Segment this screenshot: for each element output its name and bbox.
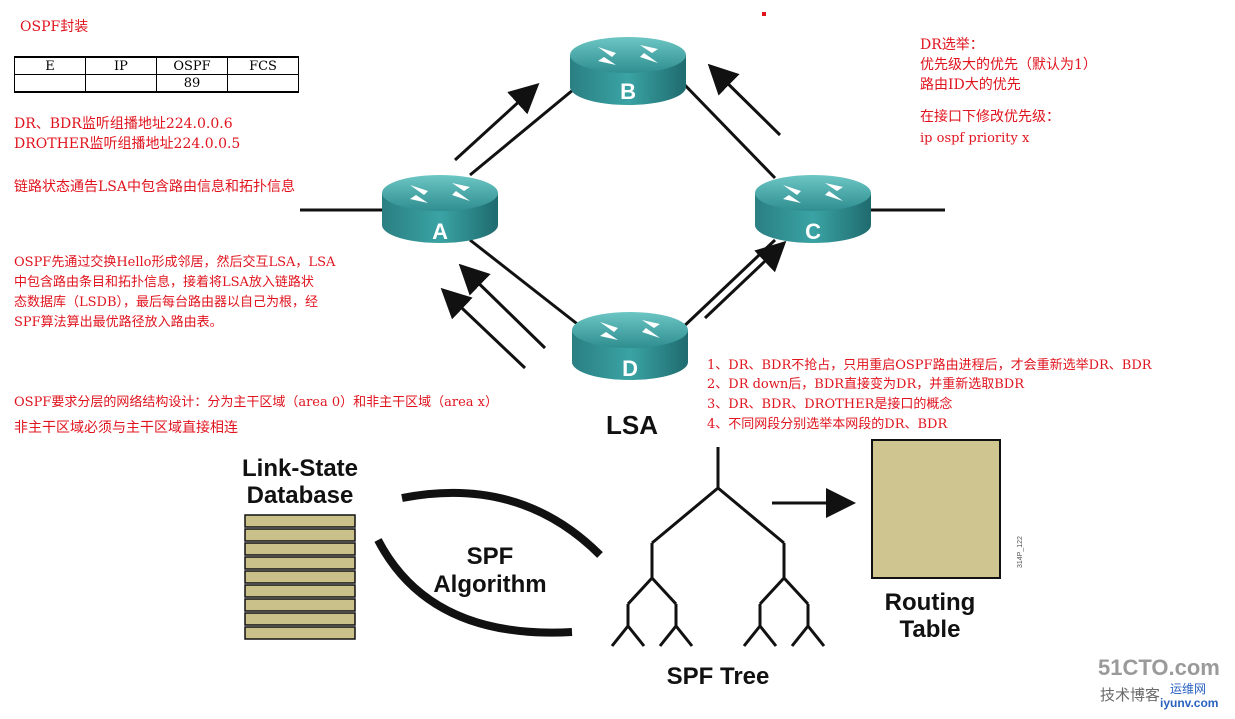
- link-b-c: [678, 78, 777, 180]
- arrow-a-to-b: [453, 82, 540, 162]
- router-b: B: [570, 37, 686, 105]
- router-arrows-icon: [598, 45, 658, 65]
- dr-note-4: 4、不同网段分别选举本网段的DR、BDR: [707, 417, 948, 432]
- router-b-label: B: [620, 79, 636, 104]
- lsa-arrows: [440, 63, 787, 370]
- router-c: C: [755, 175, 871, 244]
- encap-header-fcs: FCS: [227, 56, 299, 75]
- process-line-2: 中包含路由条目和拓扑信息，接着将LSA放入链路状: [14, 275, 314, 290]
- watermark-blog: 技术博客: [1100, 686, 1161, 704]
- area-design-note: OSPF要求分层的网络结构设计：分为主干区域（area 0）和非主干区域（are…: [14, 395, 499, 410]
- routing-table-box: [871, 439, 1001, 579]
- spf-tree-label: SPF Tree: [667, 663, 770, 690]
- dr-note-1: 1、DR、BDR不抢占，只用重启OSPF路由进程后，才会重新选举DR、BDR: [707, 358, 1152, 373]
- router-a: A: [382, 175, 498, 244]
- spf-label-2: Algorithm: [433, 571, 546, 598]
- routing-label-2: Table: [900, 616, 961, 643]
- spf-label-1: SPF: [467, 543, 514, 570]
- arrow-d-to-a-1: [458, 263, 547, 350]
- watermark-yunwei: 运维网: [1170, 682, 1207, 696]
- router-c-label: C: [805, 219, 821, 244]
- lsa-info-note: 链路状态通告LSA中包含路由信息和拓扑信息: [14, 179, 295, 195]
- multicast-drother-note: DROTHER监听组播地址224.0.0.5: [14, 136, 241, 152]
- spf-arc-bottom: [374, 538, 573, 637]
- encap-value-e: [14, 74, 86, 93]
- router-arrows-icon: [410, 183, 470, 203]
- process-line-4: SPF算法算出最优路径放入路由表。: [14, 315, 223, 330]
- watermark-logo: 51CTO.com: [1098, 655, 1220, 680]
- spf-arc-top: [401, 488, 603, 558]
- encap-value-row: 89: [14, 74, 299, 93]
- link-a-d: [469, 238, 586, 332]
- red-dot: [762, 12, 766, 16]
- dr-note-2: 2、DR down后，BDR直接变为DR，并重新选取BDR: [707, 377, 1025, 392]
- encap-value-ip: [85, 74, 157, 93]
- encap-header-ospf: OSPF: [156, 56, 228, 75]
- router-d: D: [572, 312, 688, 381]
- figure-code: 314P_122: [1017, 536, 1024, 568]
- lsdb-stack: [244, 514, 356, 640]
- process-line-1: OSPF先通过交换Hello形成邻居，然后交互LSA，LSA: [14, 255, 336, 270]
- encap-title: OSPF封装: [20, 19, 89, 35]
- link-c-d: [678, 238, 777, 332]
- lsdb-label-2: Database: [247, 482, 354, 509]
- routing-label-1: Routing: [885, 589, 976, 616]
- encap-table: E IP OSPF FCS 89: [14, 56, 299, 93]
- router-d-label: D: [622, 356, 638, 381]
- modify-priority-title: 在接口下修改优先级：: [920, 109, 1060, 125]
- encap-header-ip: IP: [85, 56, 157, 75]
- dr-note-3: 3、DR、BDR、DROTHER是接口的概念: [707, 397, 953, 412]
- router-a-label: A: [432, 219, 448, 244]
- arrow-c-to-b: [707, 63, 782, 137]
- area-connect-note: 非主干区域必须与主干区域直接相连: [14, 420, 238, 436]
- router-arrows-icon: [783, 183, 843, 203]
- lsa-label: LSA: [606, 410, 658, 440]
- watermark-iyunv: iyunv.com: [1160, 696, 1219, 710]
- arrow-d-to-a-2: [440, 287, 527, 370]
- lsdb-label-1: Link-State: [242, 455, 358, 482]
- spf-tree: [610, 447, 826, 647]
- election-title: DR选举：: [920, 37, 984, 53]
- encap-header-e: E: [14, 56, 86, 75]
- encap-value-ospf: 89: [156, 74, 228, 93]
- encap-value-fcs: [227, 74, 299, 93]
- arrow-d-to-c: [703, 240, 787, 320]
- link-a-b: [469, 78, 586, 177]
- encap-header-row: E IP OSPF FCS: [14, 56, 299, 75]
- election-rule-2: 路由ID大的优先: [920, 77, 1021, 93]
- multicast-dr-note: DR、BDR监听组播地址224.0.0.6: [14, 116, 233, 132]
- process-line-3: 态数据库（LSDB），最后每台路由器以自己为根，经: [14, 295, 319, 310]
- election-rule-1: 优先级大的优先（默认为1）: [920, 57, 1097, 73]
- modify-priority-command: ip ospf priority x: [920, 131, 1030, 146]
- router-arrows-icon: [600, 320, 660, 340]
